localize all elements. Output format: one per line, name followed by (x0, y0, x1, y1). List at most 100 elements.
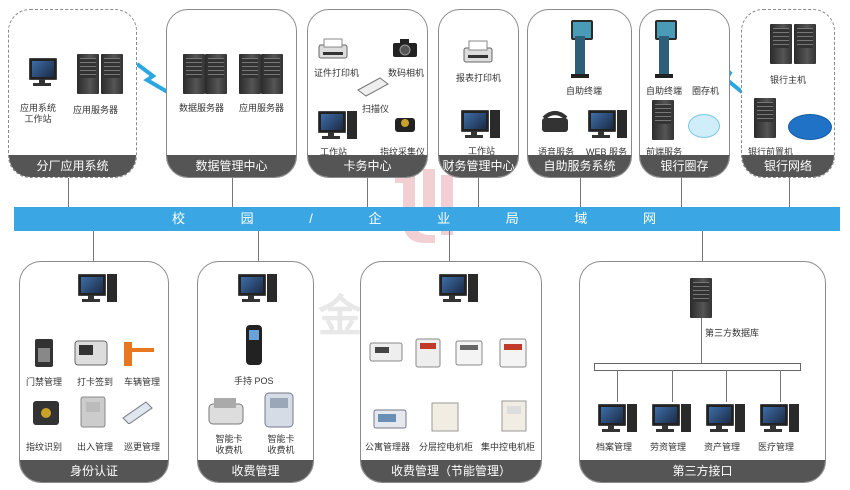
label-central-cabinet: 集中控电机柜 (481, 442, 536, 452)
label-data-server: 数据服务器 (179, 103, 225, 113)
label-kiosk: 自助终端 (566, 86, 603, 96)
label-floor-cabinet: 分层控电机柜 (419, 442, 474, 452)
connector-db (701, 318, 702, 363)
server-icon (754, 98, 776, 138)
apartment-manager-icon (373, 409, 407, 429)
energy-management-group: 公寓管理器 分层控电机柜 集中控电机柜 收费管理（节能管理） (360, 261, 542, 483)
server-icon (101, 54, 123, 94)
connector-banknet (789, 178, 790, 207)
label-patrol: 巡更管理 (124, 442, 161, 452)
server-icon (770, 24, 792, 64)
phone-icon (542, 111, 568, 132)
connector-identity (93, 231, 94, 261)
connector-asset (726, 370, 727, 402)
label-access: 门禁管理 (26, 377, 63, 387)
lan-bus-label: 校 园 / 企 业 局 域 网 (172, 211, 682, 226)
data-center-group: 数据服务器 应用服务器 数据管理中心 (166, 9, 297, 178)
label-entry: 出入管理 (77, 442, 114, 452)
scanner-icon (357, 77, 389, 97)
label-workstation: 应用系统工作站 (19, 103, 56, 124)
connector-third (702, 231, 703, 261)
label-card-charge-machine: 智能卡收费机 (267, 434, 295, 455)
card-charge-machine-icon (264, 392, 294, 428)
handheld-pos-icon (246, 325, 262, 365)
server-icon (261, 54, 283, 94)
label-medical: 医疗管理 (758, 442, 795, 452)
server-icon (183, 54, 205, 94)
connector-finance (478, 178, 479, 207)
group-title: 收费管理（节能管理） (361, 460, 541, 482)
label-workstation: 工作站 (320, 147, 348, 157)
connector-energy (449, 231, 450, 261)
label-app-server: 应用服务器 (239, 103, 285, 113)
label-web-service: WEB 服务 (586, 147, 628, 157)
server-icon (239, 54, 261, 94)
meter-icon (369, 342, 403, 362)
connector-card (367, 178, 368, 207)
label-vehicle: 车辆管理 (124, 377, 161, 387)
self-service-group: 自助终端 语音服务 WEB 服务 自助服务系统 (527, 9, 632, 178)
connector-selfservice (580, 178, 581, 207)
sub-bus (594, 363, 801, 371)
group-title: 收费管理 (198, 460, 313, 482)
server-icon (77, 54, 99, 94)
label-bank-frontend: 银行前置机 (748, 147, 794, 157)
group-title: 银行圈存 (640, 155, 729, 177)
server-icon (794, 24, 816, 64)
label-camera: 数码相机 (388, 68, 425, 78)
label-attendance: 打卡签到 (77, 377, 114, 387)
label-archive: 档案管理 (596, 442, 633, 452)
fingerprint-reader-icon (395, 118, 415, 132)
kiosk-icon (571, 20, 593, 80)
bank-network-group: 银行主机 银行前置机 银行网络 (741, 9, 835, 178)
card-charge-machine-icon (208, 398, 244, 425)
server-icon (652, 100, 674, 140)
kiosk-icon (655, 20, 677, 80)
group-title: 数据管理中心 (167, 155, 296, 177)
group-title: 分厂应用系统 (9, 155, 136, 177)
connector-archive (617, 370, 618, 402)
label-kiosk: 自助终端 (646, 86, 683, 96)
label-app-server: 应用服务器 (73, 105, 119, 115)
charge-management-group: 手持 POS 智能卡收费机 智能卡收费机 收费管理 (197, 261, 314, 483)
connector-bankstore (681, 178, 682, 207)
label-voice-service: 语音服务 (538, 147, 575, 157)
identity-auth-group: 门禁管理 打卡签到 车辆管理 指纹识别 出入管理 巡更管理 身份认证 (19, 261, 169, 483)
patrol-device-icon (122, 401, 153, 424)
label-apartment-manager: 公寓管理器 (365, 442, 411, 452)
third-party-interface-group: 第三方数据库 档案管理 劳资管理 资产管理 医疗管理 第三方接口 (579, 261, 826, 483)
label-bank-host: 银行主机 (770, 75, 807, 85)
entry-reader-icon (80, 396, 106, 428)
group-title: 自助服务系统 (528, 155, 631, 177)
bank-transfer-group: 自助终端 圈存机 前端服务 银行圈存 (639, 9, 730, 178)
connector-labor (672, 370, 673, 402)
meter-icon (499, 338, 527, 368)
label-labor: 劳资管理 (650, 442, 687, 452)
card-center-group: 证件打印机 数码相机 扫描仪 工作站 指纹采集仪 卡务中心 (307, 9, 428, 178)
finance-center-group: 报表打印机 工作站 财务管理中心 (438, 9, 519, 178)
label-id-printer: 证件打印机 (314, 68, 360, 78)
group-title: 银行网络 (742, 155, 834, 177)
label-report-printer: 报表打印机 (456, 73, 502, 83)
group-title: 身份认证 (20, 460, 168, 482)
label-workstation: 工作站 (468, 146, 496, 156)
label-fingerprint: 指纹识别 (26, 442, 63, 452)
access-control-icon (35, 339, 53, 367)
label-fingerprint-collector: 指纹采集仪 (380, 147, 426, 157)
meter-icon (455, 340, 483, 366)
bank-network-disk-icon (788, 114, 832, 140)
connector-datacenter (232, 178, 233, 207)
branch-app-system-group: 应用系统工作站 应用服务器 分厂应用系统 (8, 9, 137, 178)
printer-icon (318, 38, 348, 59)
wireless-link-icon (135, 62, 173, 96)
label-third-party-db: 第三方数据库 (705, 328, 760, 338)
cabinet-icon (501, 400, 527, 432)
lan-bus: 校 园 / 企 业 局 域 网 (14, 207, 840, 231)
connector-charge (258, 231, 259, 261)
label-asset: 资产管理 (704, 442, 741, 452)
label-card-charge-machine: 智能卡收费机 (215, 434, 243, 455)
label-scanner: 扫描仪 (362, 104, 390, 114)
fingerprint-terminal-icon (33, 401, 59, 425)
label-transfer-machine: 圈存机 (692, 86, 720, 96)
disk-icon (688, 114, 720, 138)
